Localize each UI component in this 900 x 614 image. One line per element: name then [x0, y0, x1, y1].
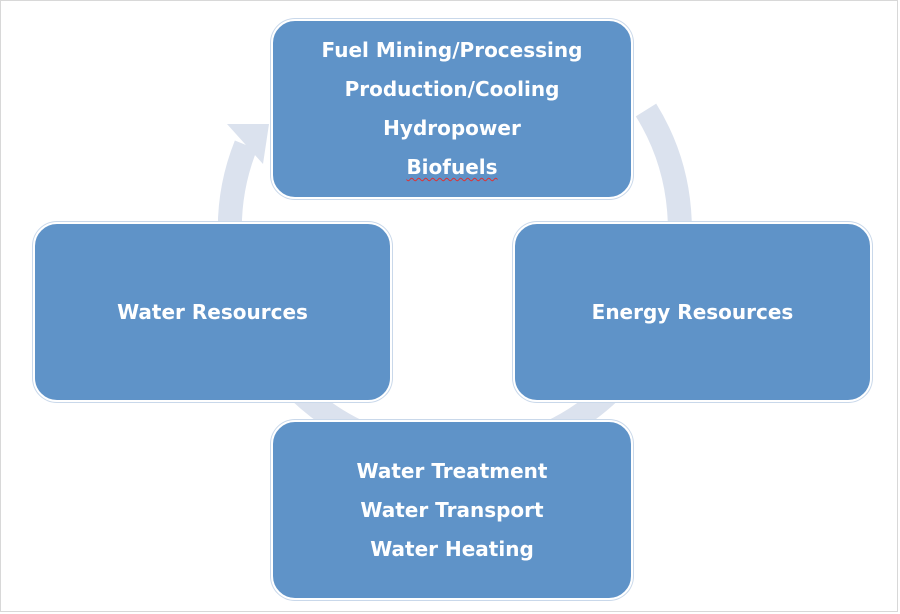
node-line-water-heating: Water Heating — [370, 536, 534, 561]
energy-resources-label: Energy Resources — [591, 299, 794, 324]
node-line-biofuels: Biofuels — [406, 155, 498, 179]
water-resources-label: Water Resources — [117, 299, 308, 324]
node-line-water-transport: Water Transport — [360, 497, 544, 522]
energy-resources-node: Energy Resources — [513, 222, 872, 402]
fuel-processes-node: Fuel Mining/Processing Production/Coolin… — [271, 19, 633, 199]
node-line-hydropower: Hydropower — [383, 116, 521, 140]
node-line-production-cooling: Production/Cooling — [344, 77, 560, 101]
node-line-fuel-mining: Fuel Mining/Processing — [321, 38, 583, 62]
water-processes-node: Water Treatment Water Transport Water He… — [271, 420, 633, 600]
water-resources-node: Water Resources — [33, 222, 392, 402]
node-line-water-treatment: Water Treatment — [356, 458, 548, 483]
cycle-arrowhead — [227, 124, 269, 164]
